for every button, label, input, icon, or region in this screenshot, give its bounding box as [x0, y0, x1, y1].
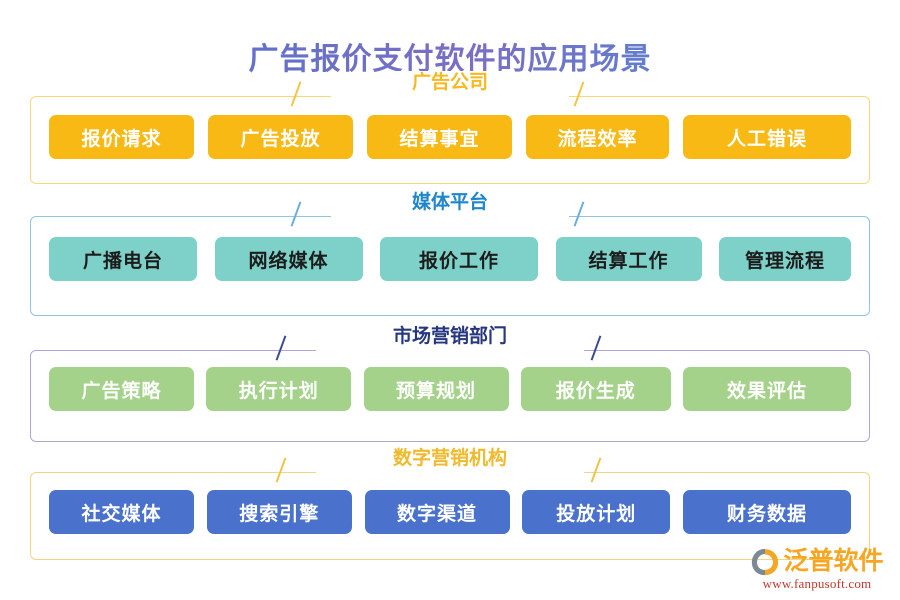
slash-mark-left-icon: [290, 201, 302, 227]
chip-item[interactable]: 数字渠道: [364, 490, 510, 534]
chip-row-advertising-company: 报价请求 广告投放 结算事宜 流程效率 人工错误: [49, 115, 851, 159]
slash-mark-left-icon: [275, 335, 287, 361]
chip-item[interactable]: 报价生成: [520, 367, 671, 411]
label-gap-mask: [316, 471, 584, 476]
section-label-marketing-department: 市场营销部门: [376, 325, 524, 349]
slash-mark-right-icon: [573, 201, 585, 227]
chip-item[interactable]: 结算事宜: [367, 115, 512, 159]
brand-logo: 泛普软件 www.fanpusoft.com: [748, 547, 886, 592]
slash-mark-left-icon: [275, 457, 287, 483]
slash-mark-left-icon: [290, 81, 302, 107]
chip-row-digital-marketing-agency: 社交媒体 搜索引擎 数字渠道 投放计划 财务数据: [49, 490, 851, 534]
section-digital-marketing-agency: 数字营销机构 社交媒体 搜索引擎 数字渠道 投放计划 财务数据: [30, 447, 870, 560]
chip-row-media-platform: 广播电台 网络媒体 报价工作 结算工作 管理流程: [49, 237, 851, 281]
section-label-media-platform: 媒体平台: [395, 191, 505, 215]
chip-item[interactable]: 人工错误: [683, 115, 851, 159]
section-marketing-department: 市场营销部门 广告策略 执行计划 预算规划 报价生成 效果评估: [30, 325, 870, 442]
label-gap-mask: [331, 95, 569, 100]
brand-url: www.fanpusoft.com: [762, 576, 872, 591]
section-label-digital-marketing-agency: 数字营销机构: [376, 447, 524, 471]
label-gap-mask: [331, 215, 569, 220]
chip-item[interactable]: 搜索引擎: [206, 490, 352, 534]
chip-item[interactable]: 社交媒体: [49, 490, 194, 534]
section-advertising-company: 广告公司 报价请求 广告投放 结算事宜 流程效率 人工错误: [30, 71, 870, 184]
chip-item[interactable]: 预算规划: [363, 367, 509, 411]
chip-item[interactable]: 报价工作: [380, 237, 538, 281]
chip-item[interactable]: 流程效率: [526, 115, 669, 159]
chip-item[interactable]: 投放计划: [522, 490, 671, 534]
chip-item[interactable]: 广播电台: [49, 237, 197, 281]
chip-item[interactable]: 财务数据: [683, 490, 851, 534]
chip-row-marketing-department: 广告策略 执行计划 预算规划 报价生成 效果评估: [49, 367, 851, 411]
section-media-platform: 媒体平台 广播电台 网络媒体 报价工作 结算工作 管理流程: [30, 191, 870, 316]
chip-item[interactable]: 网络媒体: [214, 237, 363, 281]
chip-item[interactable]: 执行计划: [206, 367, 352, 411]
slash-mark-right-icon: [590, 457, 602, 483]
chip-item[interactable]: 效果评估: [683, 367, 851, 411]
section-label-advertising-company: 广告公司: [395, 71, 505, 95]
chip-item[interactable]: 报价请求: [49, 115, 194, 159]
label-gap-mask: [316, 349, 584, 354]
slash-mark-right-icon: [573, 81, 585, 107]
chip-item[interactable]: 广告投放: [208, 115, 353, 159]
slash-mark-right-icon: [590, 335, 602, 361]
chip-item[interactable]: 管理流程: [719, 237, 851, 281]
fanpu-c-mark-icon: [752, 548, 779, 576]
page-title: 广告报价支付软件的应用场景: [0, 34, 900, 78]
brand-name: 泛普软件: [783, 548, 884, 575]
chip-item[interactable]: 结算工作: [555, 237, 702, 281]
chip-item[interactable]: 广告策略: [49, 367, 194, 411]
brand-logo-row: 泛普软件: [750, 547, 884, 577]
